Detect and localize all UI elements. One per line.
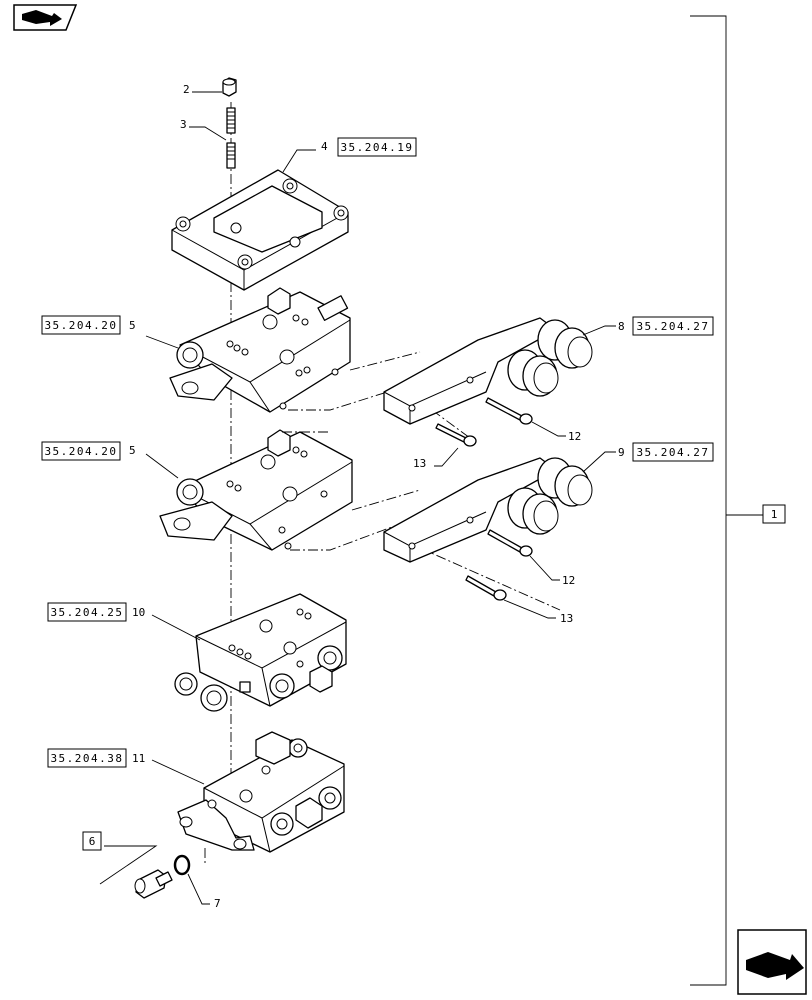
callout-8: 8	[618, 320, 625, 333]
bolt-12-upper-part[interactable]	[485, 397, 533, 425]
reference-35-204-25: 35.204.25	[50, 606, 123, 619]
callout-4: 4	[321, 140, 328, 153]
callout-12-lower: 12	[562, 574, 575, 587]
valve-section-upper-part[interactable]	[169, 287, 351, 413]
callout-11: 11	[132, 752, 145, 765]
quick-coupler-lower-b	[537, 457, 593, 507]
bolt-13-upper-part[interactable]	[435, 423, 477, 447]
o-ring-part[interactable]	[173, 854, 191, 876]
reference-35-204-20-upper: 35.204.20	[44, 319, 117, 332]
callout-10: 10	[132, 606, 145, 619]
cover-plate-part[interactable]	[171, 169, 349, 291]
callout-5-upper: 5	[129, 319, 136, 332]
stud-part[interactable]	[226, 107, 236, 169]
reference-35-204-27-lower: 35.204.27	[636, 446, 709, 459]
reference-35-204-38: 35.204.38	[50, 752, 123, 765]
callout-13-upper: 13	[413, 457, 426, 470]
quick-coupler-upper-a	[507, 349, 559, 397]
fitting-part[interactable]	[134, 869, 173, 899]
callout-6: 6	[89, 835, 96, 848]
previous-page-arrow-icon[interactable]	[13, 4, 78, 31]
callout-2: 2	[183, 83, 190, 96]
callout-12-upper: 12	[568, 430, 581, 443]
callout-3: 3	[180, 118, 187, 131]
valve-section-lower-part[interactable]	[159, 429, 353, 551]
reference-35-204-27-upper: 35.204.27	[636, 320, 709, 333]
callout-13-lower: 13	[560, 612, 573, 625]
coupler-manifold-lower-part[interactable]	[383, 457, 593, 563]
callout-1: 1	[771, 508, 778, 521]
inlet-section-part[interactable]	[174, 593, 347, 712]
quick-coupler-lower-a	[507, 487, 559, 535]
bolt-12-lower-part[interactable]	[487, 529, 533, 557]
quick-coupler-upper-b	[537, 319, 593, 369]
assembly-bracket: 1	[690, 15, 786, 986]
end-section-part[interactable]	[177, 731, 345, 853]
reference-35-204-19: 35.204.19	[340, 141, 413, 154]
nut-part[interactable]	[222, 77, 237, 97]
next-page-arrow-icon[interactable]	[737, 929, 807, 995]
reference-35-204-20-lower: 35.204.20	[44, 445, 117, 458]
callout-5-lower: 5	[129, 444, 136, 457]
coupler-manifold-upper-part[interactable]	[383, 317, 593, 425]
callout-9: 9	[618, 446, 625, 459]
callout-7: 7	[214, 897, 221, 910]
bolt-13-lower-part[interactable]	[465, 575, 507, 601]
